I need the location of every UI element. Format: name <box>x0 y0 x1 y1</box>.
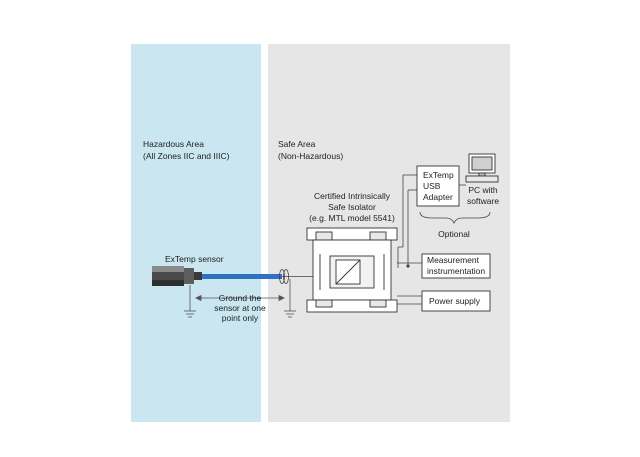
ground-arrow <box>195 294 285 302</box>
ground-note-line1: Ground the <box>218 293 262 303</box>
ground-note-line2: sensor at one <box>214 303 266 313</box>
measurement-label-line1: Measurement <box>427 255 479 265</box>
sensor-cable <box>202 274 282 279</box>
optional-label: Optional <box>438 229 470 239</box>
usb-adapter-box <box>416 165 460 207</box>
measurement-label-line2: instrumentation <box>427 266 486 276</box>
usb-adapter-label-line1: ExTemp <box>423 170 454 180</box>
pc-label-line2: software <box>466 196 500 206</box>
power-supply-box <box>421 290 491 312</box>
safe-area-subtitle: (Non-Hazardous) <box>278 151 344 161</box>
pc-label-line1: PC with <box>468 185 498 195</box>
safe-area-title: Safe Area <box>278 139 316 149</box>
wiring <box>397 174 466 305</box>
power-supply-label: Power supply <box>429 296 481 306</box>
isolator-label-line1: Certified Intrinsically <box>313 191 391 201</box>
isolator-label-line2: Safe Isolator <box>328 202 376 212</box>
extemp-sensor <box>152 266 202 286</box>
wiring-junction <box>406 264 410 268</box>
hazardous-area-subtitle: (All Zones IIC and IIIC) <box>143 151 230 161</box>
usb-adapter-label-line2: USB <box>423 181 441 191</box>
usb-adapter-label-line3: Adapter <box>423 192 453 202</box>
hazardous-area-title: Hazardous Area <box>143 139 204 149</box>
isolator-device <box>306 227 398 313</box>
measurement-box <box>421 253 491 279</box>
isolator-ground-symbol <box>284 279 296 318</box>
optional-brace <box>419 211 491 225</box>
sensor-label: ExTemp sensor <box>165 254 224 264</box>
isolator-label-line3: (e.g. MTL model 5541) <box>309 213 395 223</box>
sensor-ground-symbol <box>184 285 196 318</box>
pc-icon <box>465 153 499 183</box>
hazardous-area-zone <box>131 44 261 422</box>
cable-gland <box>279 269 313 284</box>
ground-note-line3: point only <box>221 313 259 323</box>
